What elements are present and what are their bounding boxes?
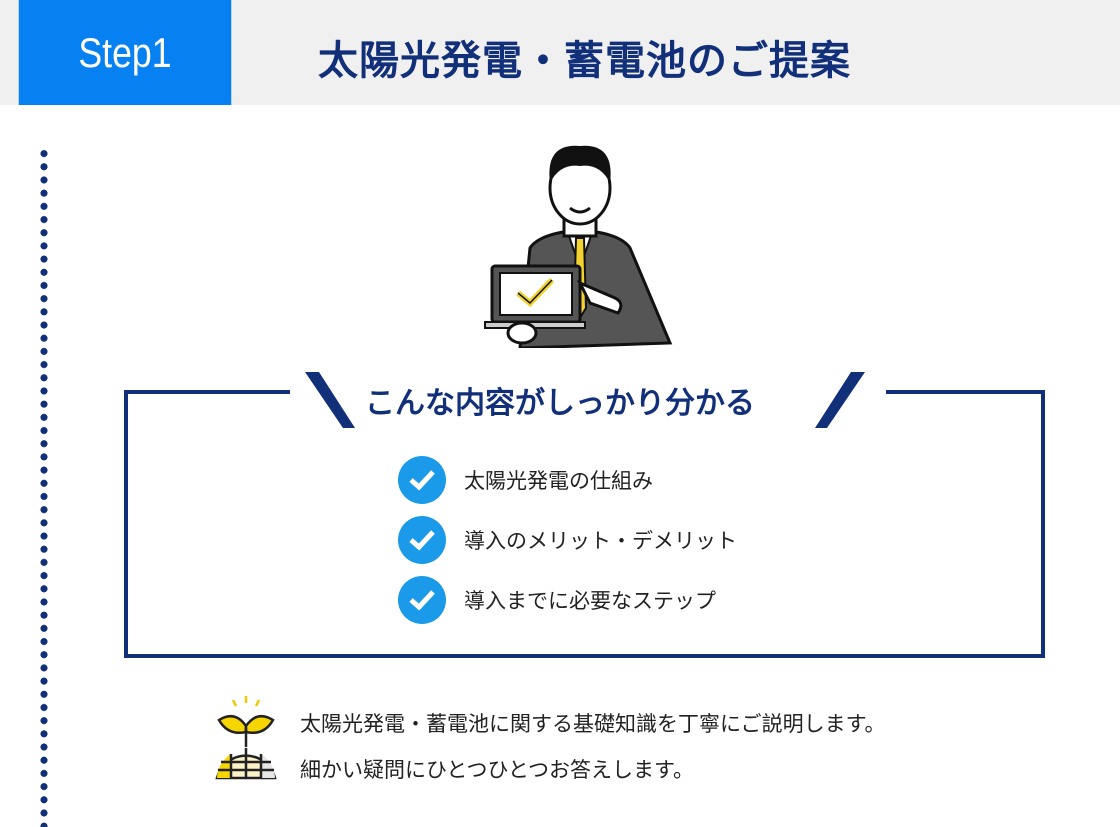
check-circle-icon xyxy=(398,516,446,564)
description-line: 細かい疑問にひとつひとつお答えします。 xyxy=(300,758,694,782)
check-circle-icon xyxy=(398,576,446,624)
step-label: Step1 xyxy=(18,0,232,105)
box-title: こんな内容がしっかり分かる xyxy=(365,386,755,421)
check-circle-icon xyxy=(398,456,446,504)
list-item-label: 導入のメリット・デメリット xyxy=(464,529,737,553)
dotted-timeline xyxy=(40,147,48,827)
slash-left-icon xyxy=(305,372,355,428)
list-item: 導入のメリット・デメリット xyxy=(398,516,737,564)
list-item: 導入までに必要なステップ xyxy=(398,576,716,624)
list-item-label: 太陽光発電の仕組み xyxy=(464,469,653,493)
businessman-laptop-illustration xyxy=(484,145,673,348)
page-title: 太陽光発電・蓄電池のご提案 xyxy=(318,38,851,84)
list-item: 太陽光発電の仕組み xyxy=(398,456,653,504)
sprout-globe-icon xyxy=(215,696,277,780)
list-item-label: 導入までに必要なステップ xyxy=(464,589,716,613)
slash-right-icon xyxy=(815,372,865,428)
description-line: 太陽光発電・蓄電池に関する基礎知識を丁寧にご説明します。 xyxy=(300,712,886,736)
